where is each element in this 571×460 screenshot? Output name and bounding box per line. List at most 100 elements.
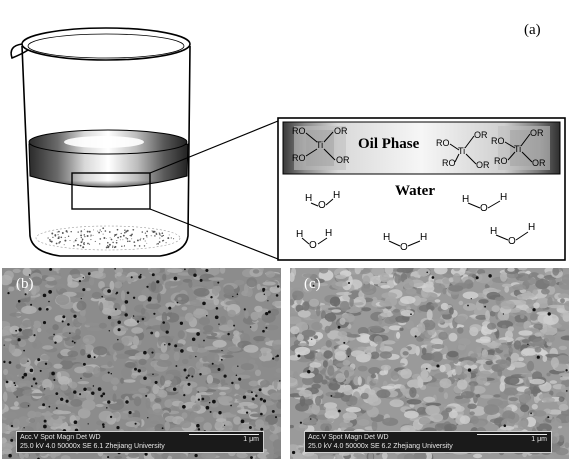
particle-dot [49, 238, 51, 241]
grain [184, 312, 194, 322]
pore [69, 332, 71, 335]
particle-dot [76, 238, 78, 240]
particle-dot [132, 228, 135, 231]
pore [134, 422, 137, 425]
grain [237, 357, 248, 365]
pore [33, 334, 36, 337]
grain [93, 346, 108, 356]
pore [343, 341, 346, 344]
pore [484, 305, 486, 308]
grain [376, 389, 391, 399]
grain [81, 399, 96, 411]
grain [321, 379, 328, 385]
pore [172, 387, 177, 392]
h-w1b: H [333, 190, 341, 201]
pore [55, 392, 59, 395]
grain [276, 383, 281, 391]
grain [164, 281, 171, 290]
pore [148, 296, 152, 300]
grain [417, 268, 431, 277]
grain [141, 288, 152, 297]
pore [106, 407, 108, 409]
pore [410, 313, 412, 316]
pore [330, 394, 333, 397]
grain [252, 269, 260, 274]
pore [132, 315, 135, 317]
particle-dot [59, 240, 61, 243]
pore [311, 338, 313, 340]
grain [116, 272, 122, 277]
grain [98, 281, 105, 289]
particle-dot [126, 238, 129, 240]
grain [114, 268, 124, 275]
pore [73, 341, 76, 344]
grain [170, 335, 175, 339]
grain [560, 298, 565, 304]
particle-dot [94, 240, 96, 242]
grain [325, 340, 332, 348]
grain [309, 298, 320, 307]
grain [76, 268, 90, 272]
grain [112, 342, 125, 351]
particle-dot [97, 230, 99, 232]
grain [491, 305, 500, 313]
grain [260, 404, 267, 415]
grain [515, 322, 526, 327]
pore [259, 397, 263, 401]
grain [19, 355, 28, 365]
grain [290, 316, 302, 325]
grain [255, 419, 265, 428]
grain [368, 451, 374, 459]
particle-dot [142, 238, 145, 240]
grain [438, 331, 448, 340]
grain [338, 452, 350, 456]
pore [205, 268, 209, 272]
pore [227, 332, 230, 336]
grain [448, 332, 458, 342]
grain [259, 268, 264, 273]
grain [248, 359, 256, 364]
ro-left-1: RO [292, 126, 306, 136]
particle-dot [57, 234, 59, 236]
pore [117, 320, 121, 325]
grain [452, 273, 461, 283]
grain [361, 307, 372, 312]
pore [101, 423, 105, 426]
grain [239, 378, 254, 390]
grain [309, 362, 322, 368]
pore [107, 456, 110, 459]
grain [501, 283, 513, 288]
particle-dot [126, 229, 129, 232]
grain [467, 403, 477, 410]
grain [60, 455, 71, 459]
grain [524, 357, 534, 363]
particle-dot [173, 238, 175, 240]
grain [145, 397, 151, 409]
grain [564, 442, 569, 449]
pore [7, 291, 10, 295]
pore [337, 325, 341, 329]
grain [343, 418, 351, 424]
grain [382, 451, 388, 459]
grain [172, 452, 187, 459]
particle-dot [69, 239, 71, 242]
pore [60, 397, 64, 401]
pore [79, 393, 82, 396]
grain [339, 301, 350, 312]
grain [302, 452, 319, 459]
pore [139, 273, 142, 276]
o-w3: O [309, 240, 317, 251]
particle-dot [143, 245, 146, 247]
grain [273, 339, 281, 345]
pore [210, 296, 213, 299]
grain [324, 312, 337, 322]
grain [32, 320, 42, 329]
grain [551, 323, 562, 329]
particle-dot [86, 235, 89, 237]
grain [215, 418, 227, 423]
pore [13, 382, 16, 384]
grain [98, 268, 104, 273]
grain [162, 273, 167, 281]
grain [433, 318, 445, 324]
grain [270, 425, 275, 432]
